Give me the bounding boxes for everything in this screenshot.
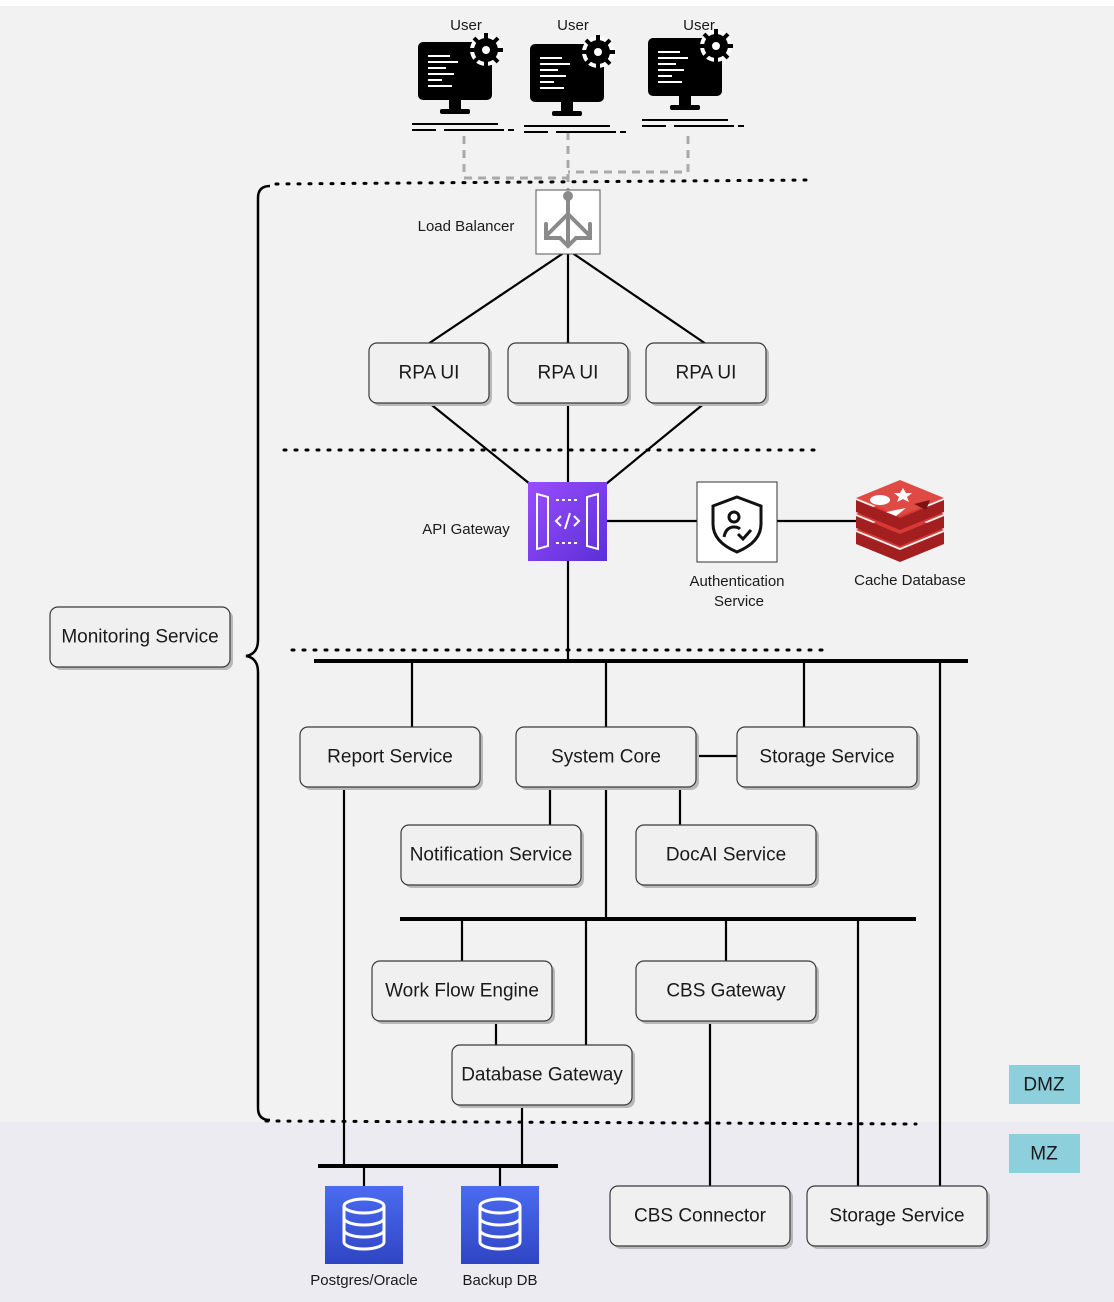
dotted-separator xyxy=(274,178,812,186)
rpa-ui-node-3: RPA UI xyxy=(645,342,769,406)
shield-user-check-icon xyxy=(711,495,763,554)
redis-stack-icon xyxy=(856,480,944,562)
node-label: DocAI Service xyxy=(666,845,786,866)
rpa-ui-node-2: RPA UI xyxy=(507,342,631,406)
database-cylinder-icon xyxy=(323,1184,405,1266)
storage-service-mz-node: Storage Service xyxy=(806,1185,990,1249)
svg-text:DMZ: DMZ xyxy=(1023,1075,1065,1096)
database-label: Backup DB xyxy=(462,1272,537,1289)
user-label: User xyxy=(557,17,589,34)
storage-service-dmz-node: Storage Service xyxy=(736,726,920,790)
node-label: RPA UI xyxy=(399,363,460,384)
node-label: Notification Service xyxy=(410,845,573,866)
cache-database: Cache Database xyxy=(854,480,966,589)
user-label: User xyxy=(683,17,715,34)
database-gateway-node: Database Gateway xyxy=(451,1044,635,1108)
load-balancer-label: Load Balancer xyxy=(418,218,515,235)
user-label: User xyxy=(450,17,482,34)
load-balancer-arrows-icon xyxy=(544,191,592,249)
node-label: CBS Gateway xyxy=(666,981,786,1002)
node-label: Storage Service xyxy=(829,1206,964,1227)
docai-service-node: DocAI Service xyxy=(635,824,819,888)
postgres-oracle-database: Postgres/Oracle xyxy=(310,1184,418,1289)
node-label: Report Service xyxy=(327,747,453,768)
backup-database: Backup DB xyxy=(459,1184,541,1289)
workflow-engine-node: Work Flow Engine xyxy=(371,960,555,1024)
cbs-gateway-node: CBS Gateway xyxy=(635,960,819,1024)
svg-text:MZ: MZ xyxy=(1030,1144,1058,1165)
mz-zone-label: MZ xyxy=(1009,1134,1080,1173)
authentication-label-line2: Service xyxy=(714,593,764,610)
node-label: Monitoring Service xyxy=(61,627,218,648)
dmz-brace xyxy=(245,184,271,1122)
node-label: RPA UI xyxy=(538,363,599,384)
cbs-connector-node: CBS Connector xyxy=(609,1185,793,1249)
authentication-label-line1: Authentication xyxy=(689,573,784,590)
connector-lines xyxy=(314,249,968,1186)
notification-service-node: Notification Service xyxy=(400,824,584,888)
node-label: System Core xyxy=(551,747,661,768)
report-service-node: Report Service xyxy=(299,726,483,790)
user-workstation-1: User xyxy=(410,17,516,132)
dmz-zone-background xyxy=(0,6,1114,1122)
monitoring-service-node: Monitoring Service xyxy=(49,606,233,670)
api-gateway-label: API Gateway xyxy=(422,521,510,538)
dmz-zone-label: DMZ xyxy=(1009,1065,1080,1104)
system-core-node: System Core xyxy=(515,726,699,790)
node-label: Work Flow Engine xyxy=(385,981,539,1002)
database-cylinder-icon xyxy=(459,1184,541,1266)
user-workstation-2: User xyxy=(522,17,628,134)
database-label: Postgres/Oracle xyxy=(310,1272,418,1289)
rpa-ui-node-1: RPA UI xyxy=(368,342,492,406)
load-balancer: Load Balancer xyxy=(418,189,601,255)
authentication-service: Authentication Service xyxy=(689,481,785,610)
api-gateway: API Gateway xyxy=(422,482,607,561)
dotted-separator xyxy=(264,1119,918,1126)
node-label: CBS Connector xyxy=(634,1206,767,1227)
node-label: RPA UI xyxy=(676,363,737,384)
user-workstation-3: User xyxy=(640,17,746,128)
user-connections xyxy=(462,132,690,194)
node-label: Storage Service xyxy=(759,747,894,768)
cache-database-label: Cache Database xyxy=(854,572,966,589)
node-label: Database Gateway xyxy=(461,1065,623,1086)
